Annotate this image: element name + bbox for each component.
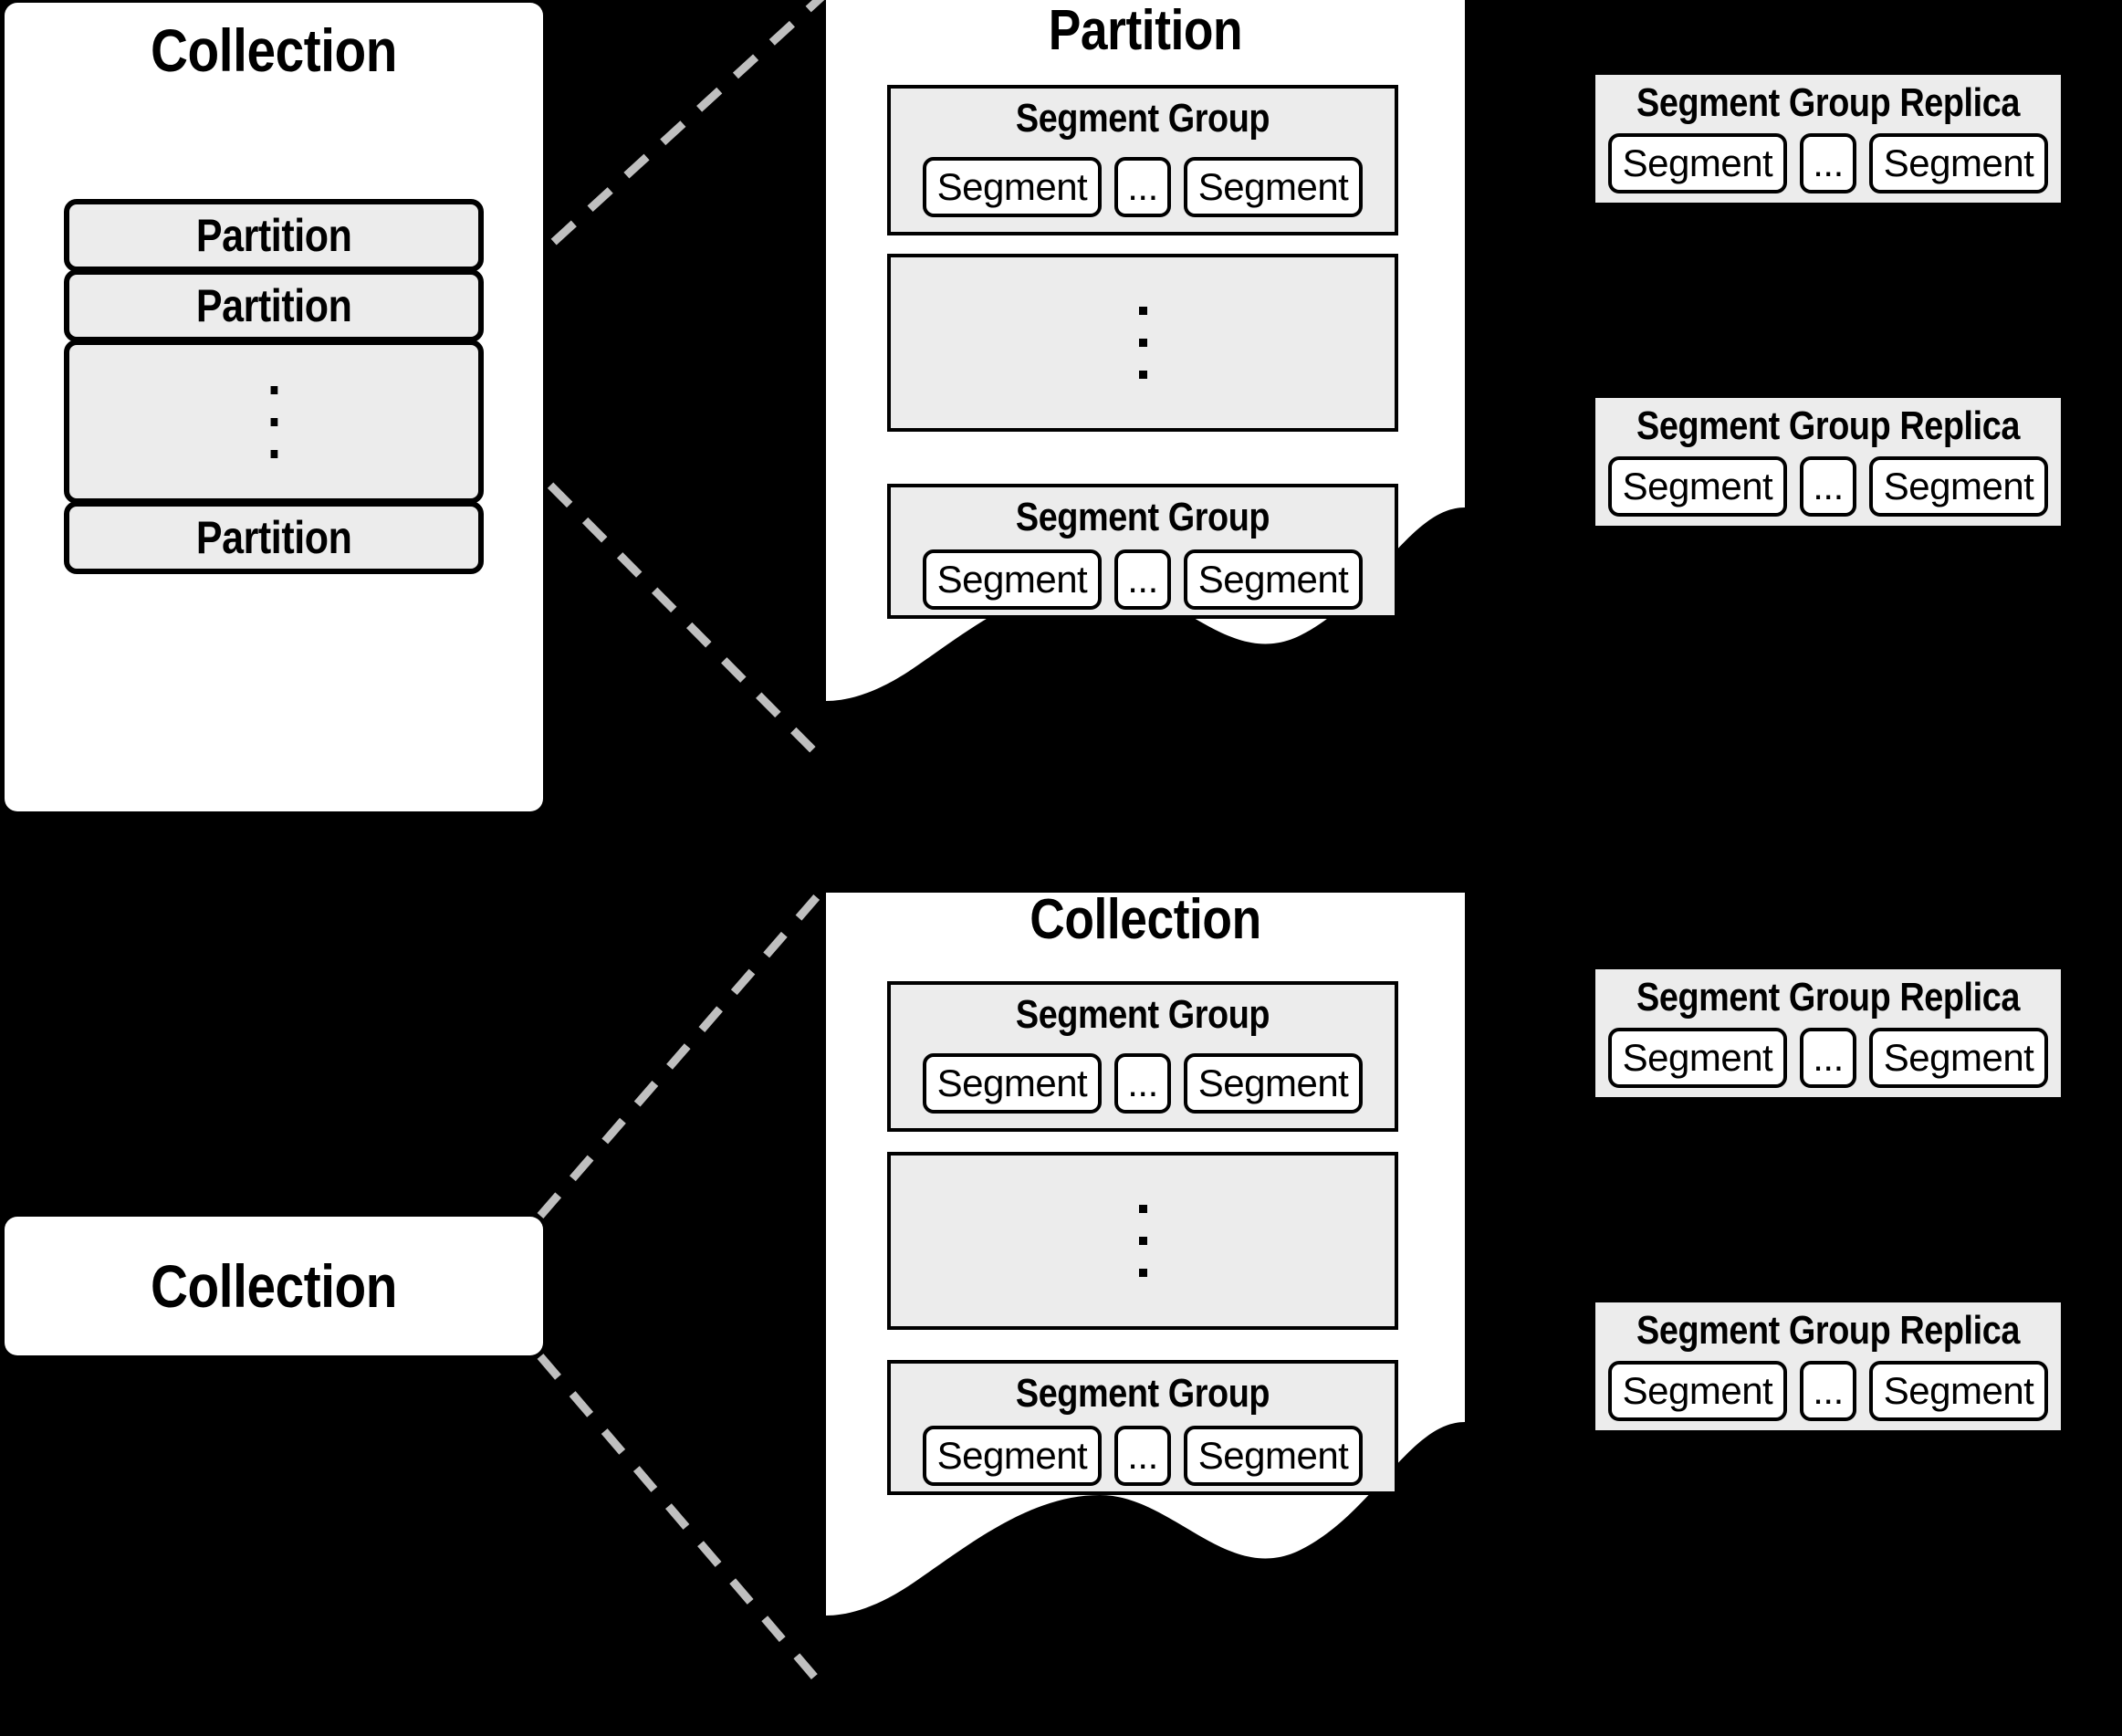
segment-group-replica-title: Segment Group Replica: [1636, 80, 2020, 125]
collection-box-bottom[interactable]: Collection: [5, 1217, 543, 1355]
segment-ellipsis-chip: ...: [1114, 157, 1171, 217]
vertical-ellipsis-icon: [1138, 1205, 1147, 1277]
segment-group-ellipsis: [887, 1152, 1398, 1330]
segment-chip[interactable]: Segment: [1607, 456, 1788, 517]
segment-ellipsis-chip: ...: [1800, 133, 1856, 193]
segment-chip[interactable]: Segment: [922, 157, 1103, 217]
segment-ellipsis-chip: ...: [1800, 456, 1856, 517]
segment-group-replica[interactable]: Segment Group Replica Segment ... Segmen…: [1595, 969, 2061, 1097]
partition-row-ellipsis: [64, 340, 484, 504]
segment-ellipsis-chip: ...: [1800, 1028, 1856, 1088]
partition-row[interactable]: Partition: [64, 269, 484, 342]
segment-group-title: Segment Group: [1015, 96, 1270, 141]
segment-chip[interactable]: Segment: [1607, 133, 1788, 193]
connector-collection-top: [537, 890, 824, 1218]
segment-chip[interactable]: Segment: [1868, 133, 2049, 193]
segment-group-title: Segment Group: [1015, 1371, 1270, 1416]
vertical-ellipsis-icon: [1138, 307, 1147, 379]
segment-chip[interactable]: Segment: [1183, 157, 1364, 217]
segment-ellipsis-chip: ...: [1114, 549, 1171, 610]
collection-box-bottom-label: Collection: [150, 1252, 398, 1320]
collection-panel-top-title: Collection: [150, 16, 398, 84]
segment-chip[interactable]: Segment: [1868, 1028, 2049, 1088]
partition-sheet-title: Partition: [1048, 0, 1243, 62]
segment-chip[interactable]: Segment: [922, 1053, 1103, 1114]
segment-group[interactable]: Segment Group Segment ... Segment: [887, 85, 1398, 235]
segment-chip[interactable]: Segment: [1183, 1426, 1364, 1486]
segment-group[interactable]: Segment Group Segment ... Segment: [887, 484, 1398, 619]
vertical-ellipsis-icon: [98, 345, 449, 498]
segment-group-replica-title: Segment Group Replica: [1636, 975, 2020, 1020]
segment-group[interactable]: Segment Group Segment ... Segment: [887, 981, 1398, 1132]
segment-ellipsis-chip: ...: [1114, 1053, 1171, 1114]
partition-row-label: Partition: [195, 512, 352, 563]
segment-chip[interactable]: Segment: [922, 1426, 1103, 1486]
segment-group-title: Segment Group: [1015, 992, 1270, 1037]
segment-chip[interactable]: Segment: [1183, 1053, 1364, 1114]
collection-panel-top: Collection Partition Partition Partition: [5, 3, 543, 811]
collection-sheet-bottom-title: Collection: [1030, 888, 1261, 951]
segment-chip[interactable]: Segment: [1868, 456, 2049, 517]
segment-ellipsis-chip: ...: [1114, 1426, 1171, 1486]
segment-group-title: Segment Group: [1015, 495, 1270, 539]
partition-row-label: Partition: [195, 210, 352, 261]
segment-group-ellipsis: [887, 254, 1398, 432]
partition-row[interactable]: Partition: [64, 199, 484, 272]
segment-group-replica[interactable]: Segment Group Replica Segment ... Segmen…: [1595, 398, 2061, 526]
segment-group[interactable]: Segment Group Segment ... Segment: [887, 1360, 1398, 1495]
segment-group-replica-title: Segment Group Replica: [1636, 1308, 2020, 1353]
segment-chip[interactable]: Segment: [922, 549, 1103, 610]
segment-chip[interactable]: Segment: [1183, 549, 1364, 610]
segment-chip[interactable]: Segment: [1868, 1361, 2049, 1421]
segment-ellipsis-chip: ...: [1800, 1361, 1856, 1421]
connector-collection-bottom: [537, 1354, 825, 1688]
segment-group-replica-title: Segment Group Replica: [1636, 403, 2020, 448]
segment-group-replica[interactable]: Segment Group Replica Segment ... Segmen…: [1595, 75, 2061, 203]
segment-chip[interactable]: Segment: [1607, 1361, 1788, 1421]
partition-row[interactable]: Partition: [64, 501, 484, 574]
partition-row-label: Partition: [195, 280, 352, 331]
segment-chip[interactable]: Segment: [1607, 1028, 1788, 1088]
segment-group-replica[interactable]: Segment Group Replica Segment ... Segmen…: [1595, 1302, 2061, 1430]
